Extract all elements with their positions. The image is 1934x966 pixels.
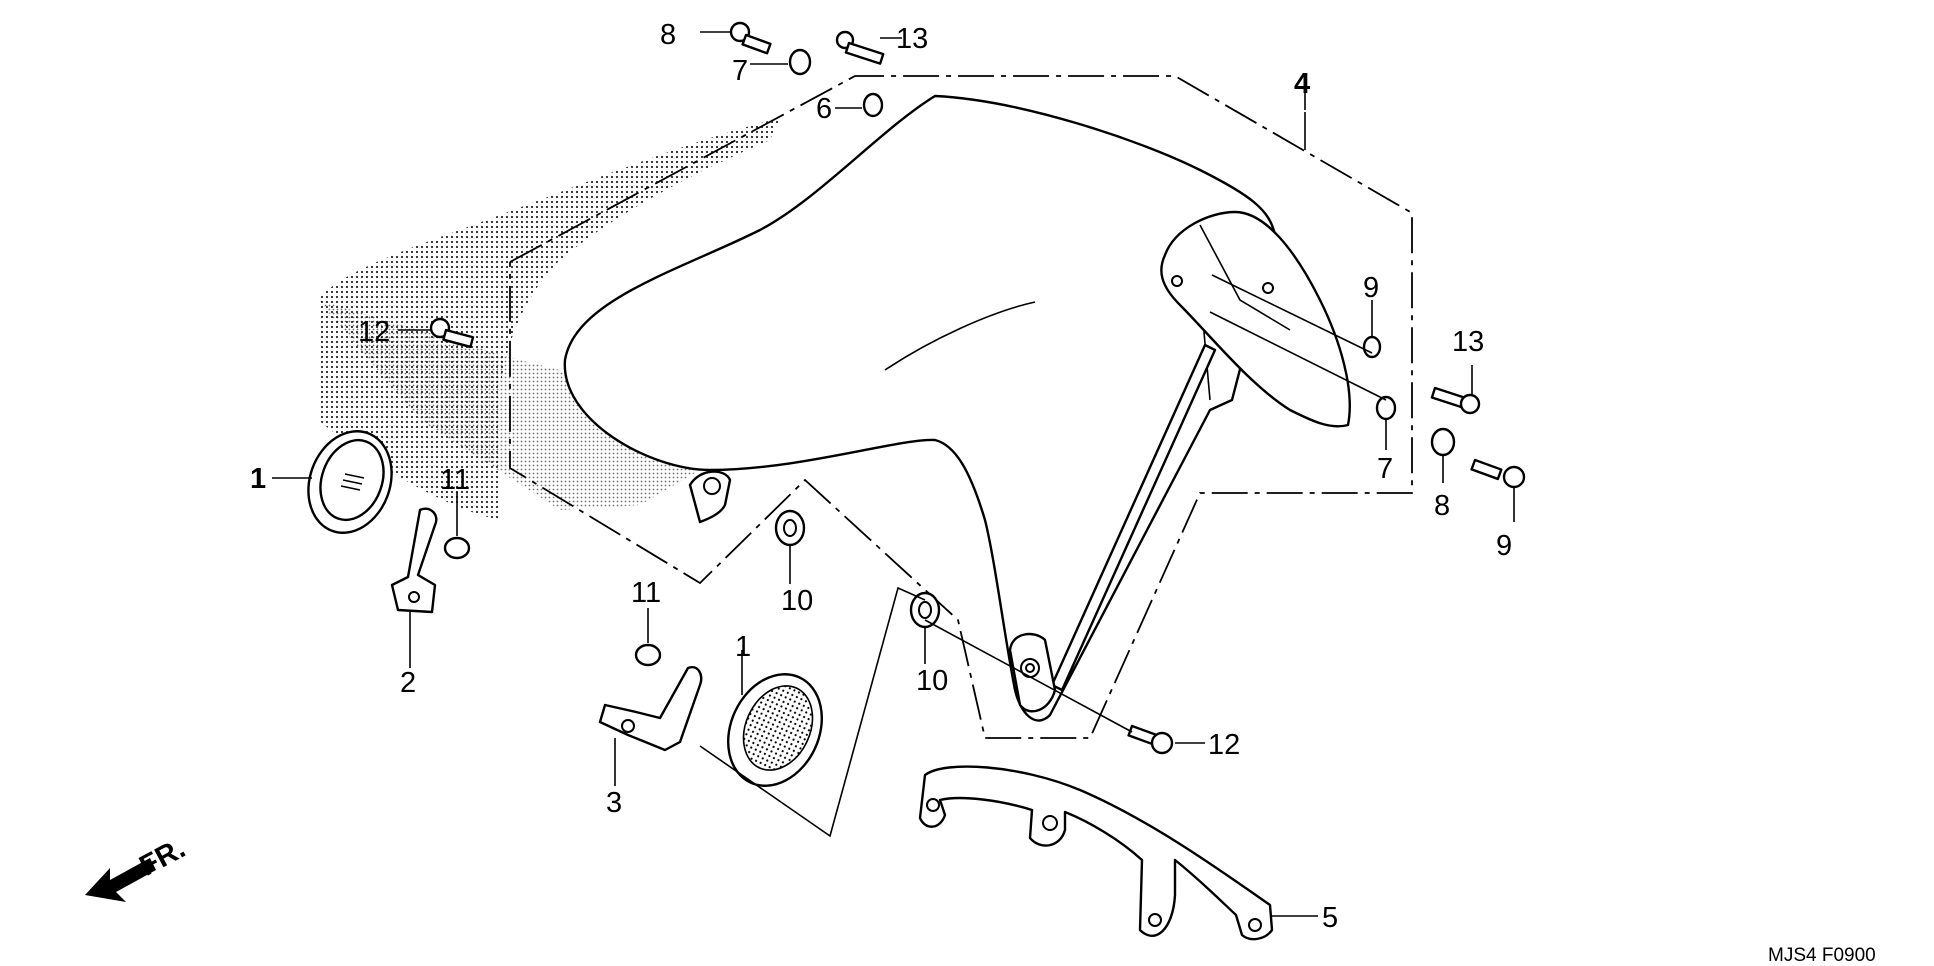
- bolt-11-center: [1127, 724, 1174, 755]
- callout-2: 2: [400, 667, 416, 699]
- washer-8-right: [1430, 427, 1456, 457]
- nut-12-left: [443, 536, 471, 560]
- reflector-left: [307, 430, 393, 534]
- callout-10-right: 9: [1496, 530, 1512, 562]
- callout-13-right: 13: [1452, 326, 1484, 358]
- callout-5: 5: [1322, 902, 1338, 934]
- bolt-10-top: [729, 21, 772, 55]
- callout-1-center: 1: [735, 631, 751, 663]
- nut-12-center: [634, 643, 662, 667]
- collar-7-top: [862, 92, 884, 118]
- drawing-code: MJS4 F0900: [1768, 945, 1876, 966]
- callout-11-left: 12: [358, 316, 390, 348]
- background-stipple: [318, 118, 780, 520]
- callout-8-top: 7: [732, 55, 748, 87]
- assembly-outline: [509, 75, 1413, 739]
- grommet-9-left: [774, 509, 806, 547]
- collar-7-right: [1375, 395, 1397, 421]
- bolt-13-right: [1430, 386, 1481, 415]
- callout-9-left: 10: [781, 585, 813, 617]
- callout-11-center: 12: [1208, 729, 1240, 761]
- callout-labels: 8 13 7 6 4 9 13 7 8 9 12 1 11 2 10 11 1 …: [250, 19, 1512, 934]
- callout-7-right: 7: [1377, 453, 1393, 485]
- bolt-10-right: [1470, 458, 1526, 489]
- callout-1-left: 1: [250, 463, 266, 495]
- callout-12-center: 11: [631, 577, 661, 609]
- fender-lower-stay: [918, 765, 1274, 941]
- bolt-11-left: [429, 317, 475, 349]
- callout-4: 4: [1294, 68, 1310, 100]
- reflector-stay-center: [598, 665, 703, 752]
- leader-lines: [272, 31, 1515, 917]
- washer-6: [1362, 335, 1382, 359]
- front-direction-arrow: FR.: [85, 832, 191, 902]
- callout-12-left: 11: [440, 464, 470, 496]
- callout-7-top: 6: [816, 93, 832, 125]
- callout-8-right: 8: [1434, 490, 1450, 522]
- bolt-13-top: [835, 30, 885, 65]
- callout-6: 9: [1363, 272, 1379, 304]
- reflector-center: [726, 673, 824, 787]
- callout-13-top: 13: [896, 23, 928, 55]
- washer-8-top: [788, 48, 812, 76]
- front-fender: [563, 94, 1351, 722]
- callout-3: 3: [606, 787, 622, 819]
- callout-9-center: 10: [916, 665, 948, 697]
- reflector-stay-left: [390, 507, 438, 614]
- grommet-9-center: [909, 591, 941, 629]
- callout-10-top: 8: [660, 19, 676, 51]
